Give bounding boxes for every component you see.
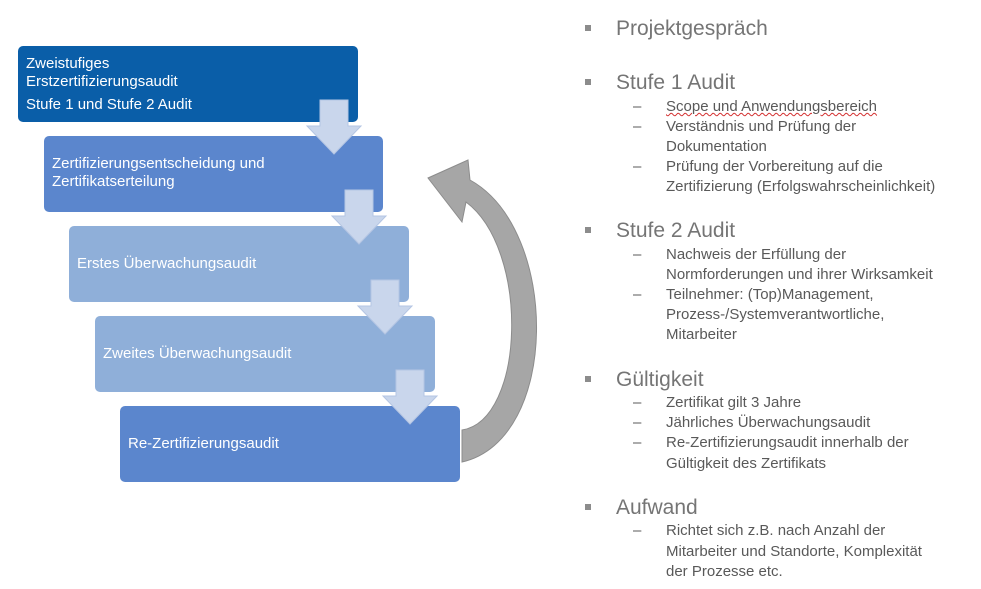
step-box-line: Zertifizierungsentscheidung und: [52, 155, 265, 172]
step-box-erstzertifizierung: Zweistufiges Erstzertifizierungsaudit St…: [18, 46, 358, 122]
dash-bullet: –: [633, 434, 642, 451]
bullet-title: Gültigkeit: [616, 368, 704, 391]
dash-bullet: –: [633, 118, 642, 135]
sub-item-line: Jährliches Überwachungsaudit: [666, 414, 871, 431]
step-box-line: Zertifikatserteilung: [52, 173, 175, 190]
sub-item-line: Gültigkeit des Zertifikats: [666, 455, 827, 472]
sub-item-line: Mitarbeiter und Standorte, Komplexität: [666, 543, 922, 560]
step-box-line: Erstes Überwachungsaudit: [77, 255, 257, 272]
sub-item-line: Nachweis der Erfüllung der: [666, 246, 847, 263]
sub-item-line: Zertifikat gilt 3 Jahre: [666, 394, 802, 411]
bullet-title: Projektgespräch: [616, 17, 768, 40]
dash-bullet: –: [633, 522, 642, 539]
bullet-title: Stufe 1 Audit: [616, 71, 736, 94]
step-box-line: Erstzertifizierungsaudit: [26, 73, 178, 90]
square-bullet-icon: [585, 376, 591, 382]
sub-item-line: Richtet sich z.B. nach Anzahl der: [666, 522, 886, 539]
step-box-line: Stufe 1 und Stufe 2 Audit: [26, 96, 192, 113]
sub-item-line: Re-Zertifizierungsaudit innerhalb der: [666, 434, 909, 451]
square-bullet-icon: [585, 25, 591, 31]
dash-bullet: –: [633, 158, 642, 175]
dash-bullet: –: [633, 414, 642, 431]
square-bullet-icon: [585, 227, 591, 233]
dash-bullet: –: [633, 394, 642, 411]
step-box-zweites-ueberwachungsaudit: Zweites Überwachungsaudit: [95, 316, 435, 392]
square-bullet-icon: [585, 79, 591, 85]
step-box-rezertifizierungsaudit: Re-Zertifizierungsaudit: [120, 406, 460, 482]
sub-item-line: Mitarbeiter: [666, 326, 737, 343]
sub-item-line: Verständnis und Prüfung der: [666, 118, 857, 135]
sub-item-line: Dokumentation: [666, 138, 767, 155]
sub-item-line: der Prozesse etc.: [666, 563, 783, 580]
square-bullet-icon: [585, 504, 591, 510]
step-box-zertifizierungsentscheidung: Zertifizierungsentscheidung und Zertifik…: [44, 136, 383, 212]
sub-item-line: Scope und Anwendungsbereich: [666, 98, 877, 115]
sub-item-line: Prozess-/Systemverantwortliche,: [666, 306, 885, 323]
sub-item-line: Zertifizierung (Erfolgswahrscheinlichkei…: [666, 178, 936, 195]
step-box-erstes-ueberwachungsaudit: Erstes Überwachungsaudit: [69, 226, 409, 302]
step-box-line: Re-Zertifizierungsaudit: [128, 435, 279, 452]
step-box-line: Zweites Überwachungsaudit: [103, 345, 292, 362]
dash-bullet: –: [633, 286, 642, 303]
bullet-title: Aufwand: [616, 496, 698, 519]
sub-item-line: Normforderungen und ihrer Wirksamkeit: [666, 266, 933, 283]
step-box-line: Zweistufiges: [26, 55, 110, 72]
dash-bullet: –: [633, 246, 642, 263]
dash-bullet: –: [633, 98, 642, 115]
bullet-title: Stufe 2 Audit: [616, 219, 736, 242]
sub-item-line: Teilnehmer: (Top)Management,: [666, 286, 874, 303]
sub-item-line: Prüfung der Vorbereitung auf die: [666, 158, 883, 175]
